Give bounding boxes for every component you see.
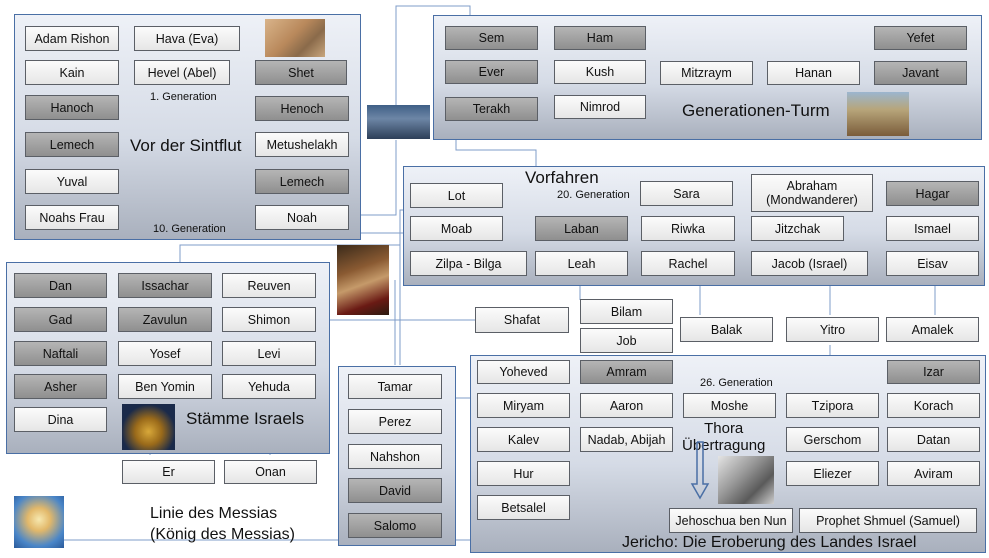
node-hagar[interactable]: Hagar: [886, 181, 979, 206]
node-javant[interactable]: Javant: [874, 61, 967, 85]
tower-of-babel-image: [847, 92, 909, 136]
node-salomo[interactable]: Salomo: [348, 513, 442, 538]
tower-title: Generationen-Turm: [682, 101, 830, 120]
node-lemech-shet-line[interactable]: Lemech: [255, 169, 349, 194]
menorah-image: [122, 404, 175, 450]
node-korach[interactable]: Korach: [887, 393, 980, 418]
node-hur[interactable]: Hur: [477, 461, 570, 486]
generation-26-label: 26. Generation: [700, 377, 773, 389]
node-zilpa-bilga[interactable]: Zilpa - Bilga: [410, 251, 527, 276]
node-jitzchak[interactable]: Jitzchak: [751, 216, 844, 241]
node-yoheved[interactable]: Yoheved: [477, 360, 570, 384]
noahs-ark-image: [367, 105, 430, 139]
node-kush[interactable]: Kush: [554, 60, 646, 84]
node-hava[interactable]: Hava (Eva): [134, 26, 240, 51]
node-ham[interactable]: Ham: [554, 26, 646, 50]
node-bilam[interactable]: Bilam: [580, 299, 673, 324]
node-yuval[interactable]: Yuval: [25, 169, 119, 194]
node-sem[interactable]: Sem: [445, 26, 538, 50]
node-eisav[interactable]: Eisav: [886, 251, 979, 276]
node-zavulun[interactable]: Zavulun: [118, 307, 212, 332]
node-reuven[interactable]: Reuven: [222, 273, 316, 298]
node-kain[interactable]: Kain: [25, 60, 119, 85]
node-nahshon[interactable]: Nahshon: [348, 444, 442, 469]
node-aaron[interactable]: Aaron: [580, 393, 673, 418]
node-rachel[interactable]: Rachel: [641, 251, 735, 276]
node-gad[interactable]: Gad: [14, 307, 107, 332]
before-flood-title: Vor der Sintflut: [130, 136, 242, 155]
node-dina[interactable]: Dina: [14, 407, 107, 432]
node-tamar[interactable]: Tamar: [348, 374, 442, 399]
node-noahs-frau[interactable]: Noahs Frau: [25, 205, 119, 230]
crucifix-image: [14, 496, 64, 548]
moses-tablets-image: [718, 456, 774, 504]
node-naftali[interactable]: Naftali: [14, 341, 107, 366]
node-dan[interactable]: Dan: [14, 273, 107, 298]
node-kalev[interactable]: Kalev: [477, 427, 570, 452]
jacob-wrestling-image: [337, 245, 389, 315]
node-amalek[interactable]: Amalek: [886, 317, 979, 342]
node-moab[interactable]: Moab: [410, 216, 503, 241]
node-asher[interactable]: Asher: [14, 374, 107, 399]
node-prophet-shmuel[interactable]: Prophet Shmuel (Samuel): [799, 508, 977, 533]
node-job[interactable]: Job: [580, 328, 673, 353]
node-mitzraym[interactable]: Mitzraym: [660, 61, 753, 85]
node-nadab-abijah[interactable]: Nadab, Abijah: [580, 427, 673, 452]
node-hanan[interactable]: Hanan: [767, 61, 860, 85]
node-issachar[interactable]: Issachar: [118, 273, 212, 298]
node-tzipora[interactable]: Tzipora: [786, 393, 879, 418]
generation-10-label: 10. Generation: [153, 223, 226, 235]
generation-20-label: 20. Generation: [557, 189, 630, 201]
node-ever[interactable]: Ever: [445, 60, 538, 84]
node-david[interactable]: David: [348, 478, 442, 503]
node-miryam[interactable]: Miryam: [477, 393, 570, 418]
node-sara[interactable]: Sara: [640, 181, 733, 206]
node-eliezer[interactable]: Eliezer: [786, 461, 879, 486]
node-laban[interactable]: Laban: [535, 216, 628, 241]
node-gerschom[interactable]: Gerschom: [786, 427, 879, 452]
messiah-line-title: Linie des Messias (König des Messias): [150, 505, 295, 543]
node-yosef[interactable]: Yosef: [118, 341, 212, 366]
node-levi[interactable]: Levi: [222, 341, 316, 366]
node-betsalel[interactable]: Betsalel: [477, 495, 570, 520]
node-metushelakh[interactable]: Metushelakh: [255, 132, 349, 157]
node-aviram[interactable]: Aviram: [887, 461, 980, 486]
node-henoch[interactable]: Henoch: [255, 96, 349, 121]
node-noah[interactable]: Noah: [255, 205, 349, 230]
node-er[interactable]: Er: [122, 460, 215, 484]
node-shet[interactable]: Shet: [255, 60, 347, 85]
node-izar[interactable]: Izar: [887, 360, 980, 384]
node-balak[interactable]: Balak: [680, 317, 773, 342]
ancestors-title: Vorfahren: [525, 168, 599, 187]
node-riwka[interactable]: Riwka: [641, 216, 735, 241]
node-lot[interactable]: Lot: [410, 183, 503, 208]
node-jacob[interactable]: Jacob (Israel): [751, 251, 868, 276]
node-shafat[interactable]: Shafat: [475, 307, 569, 333]
node-yitro[interactable]: Yitro: [786, 317, 879, 342]
jericho-title: Jericho: Die Eroberung des Landes Israel: [622, 534, 917, 551]
node-ben-yomin[interactable]: Ben Yomin: [118, 374, 212, 399]
node-onan[interactable]: Onan: [224, 460, 317, 484]
node-ismael[interactable]: Ismael: [886, 216, 979, 241]
node-perez[interactable]: Perez: [348, 409, 442, 434]
node-lemech-kain-line[interactable]: Lemech: [25, 132, 119, 157]
generation-1-label: 1. Generation: [150, 91, 217, 103]
node-terakh[interactable]: Terakh: [445, 97, 538, 121]
node-leah[interactable]: Leah: [535, 251, 628, 276]
node-yehuda[interactable]: Yehuda: [222, 374, 316, 399]
node-abraham[interactable]: Abraham (Mondwanderer): [751, 174, 873, 212]
node-shimon[interactable]: Shimon: [222, 307, 316, 332]
node-amram[interactable]: Amram: [580, 360, 673, 384]
node-nimrod[interactable]: Nimrod: [554, 95, 646, 119]
node-datan[interactable]: Datan: [887, 427, 980, 452]
node-jehoschua-ben-nun[interactable]: Jehoschua ben Nun: [669, 508, 793, 533]
tribes-title: Stämme Israels: [186, 409, 305, 428]
down-arrow-icon: [690, 441, 710, 500]
node-hanoch[interactable]: Hanoch: [25, 95, 119, 120]
node-hevel[interactable]: Hevel (Abel): [134, 60, 230, 85]
creation-of-adam-image: [265, 19, 325, 57]
node-adam-rishon[interactable]: Adam Rishon: [25, 26, 119, 51]
node-moshe[interactable]: Moshe: [683, 393, 776, 418]
node-yefet[interactable]: Yefet: [874, 26, 967, 50]
